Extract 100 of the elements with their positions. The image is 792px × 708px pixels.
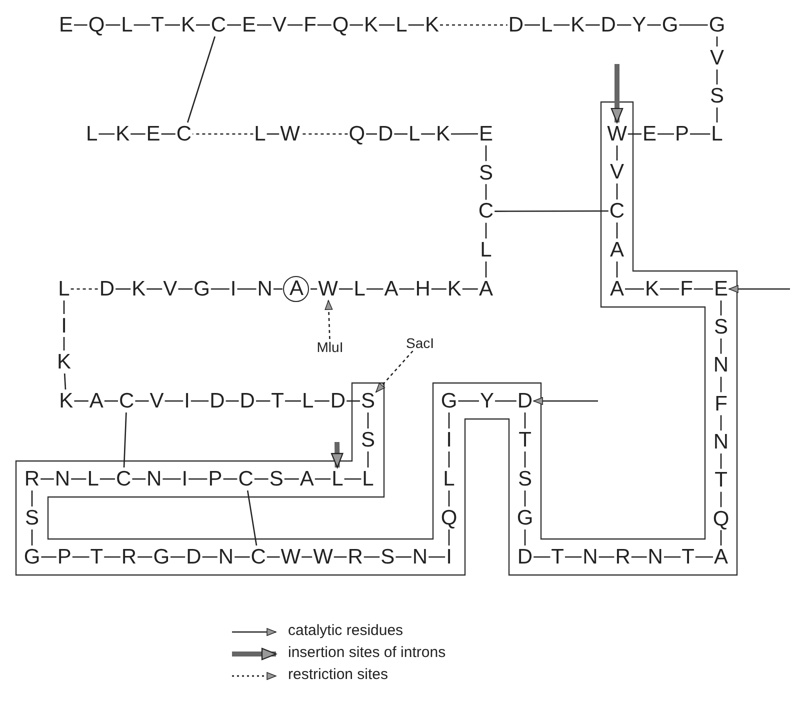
connector-line: [716, 70, 718, 84]
residue-letter: N: [54, 468, 70, 490]
residue-letter: A: [89, 390, 104, 412]
residue-letter: Y: [480, 390, 494, 412]
residue-letter: S: [269, 468, 284, 490]
connector-line: [74, 24, 88, 26]
residue-letter: D: [378, 124, 394, 144]
connector-line: [647, 24, 661, 26]
connector-line: [586, 24, 600, 26]
residue-letter: H: [415, 278, 430, 300]
residue-letter: G: [194, 278, 210, 300]
connector-line: [31, 530, 33, 546]
connector-line: [104, 400, 118, 402]
connector-line: [366, 288, 384, 290]
connector-line: [256, 400, 270, 402]
residue-letter: K: [59, 390, 74, 412]
residue-letter: P: [675, 124, 689, 144]
connector-line: [598, 556, 614, 558]
connector-line: [524, 412, 526, 428]
connector-line: [310, 288, 318, 290]
connector-line: [314, 400, 330, 402]
residue-letter: L: [86, 124, 98, 144]
connector-line: [495, 400, 516, 402]
residue-letter: A: [384, 278, 398, 300]
residue-letter: K: [364, 14, 378, 36]
connector-line: [720, 300, 722, 316]
residue-letter: L: [480, 240, 492, 260]
arrow: [728, 285, 790, 293]
connector-line: [210, 288, 230, 290]
residue-letter: D: [517, 546, 533, 568]
residue-letter: N: [713, 431, 729, 452]
connector-line: [485, 184, 487, 200]
residue-letter: N: [412, 546, 428, 568]
residue-letter: A: [610, 240, 624, 260]
residue-letter: I: [446, 546, 452, 568]
connector-line: [190, 400, 209, 402]
residue-letter: L: [302, 390, 314, 412]
residue-letter: L: [87, 468, 99, 490]
residue-letter: I: [61, 315, 67, 336]
connector-line: [379, 24, 395, 26]
connector-line: [485, 222, 487, 238]
connector-line: [266, 556, 280, 558]
residue-letter: F: [304, 14, 316, 36]
residue-letter: W: [607, 124, 627, 144]
connector-line: [135, 400, 149, 402]
residue-letter: G: [24, 546, 40, 568]
connector-line: [63, 300, 65, 314]
residue-letter: R: [24, 468, 40, 490]
residue-letter: C: [609, 200, 625, 222]
residue-letter: P: [208, 468, 222, 490]
residue-letter: K: [132, 278, 146, 300]
connector-line: [98, 133, 115, 135]
residue-letter: P: [57, 546, 72, 568]
residue-letter: F: [680, 278, 693, 300]
residue-letter: K: [570, 14, 585, 36]
residue-letter: S: [361, 390, 375, 412]
connector-line: [448, 490, 450, 506]
connector-line: [237, 288, 256, 290]
gap-line: [192, 133, 254, 135]
connector-line: [720, 376, 722, 392]
connector-line: [458, 400, 479, 402]
connector-line: [394, 133, 408, 135]
residue-letter: R: [348, 546, 363, 568]
connector-line: [41, 556, 56, 558]
connector-line: [616, 222, 618, 238]
connector-line: [367, 412, 369, 428]
residue-letter: T: [714, 470, 728, 491]
connector-line: [134, 24, 150, 26]
residue-letter: Q: [348, 124, 366, 144]
connector-line: [628, 133, 642, 135]
residue-letter: S: [380, 546, 395, 568]
connector-line: [720, 415, 722, 430]
residue-letter: L: [443, 468, 455, 490]
connector-line: [720, 454, 722, 469]
residue-letter: T: [271, 390, 284, 412]
residue-letter: V: [272, 14, 286, 36]
arrow: [330, 442, 344, 468]
connector-line: [616, 262, 618, 278]
connector-line: [186, 36, 216, 123]
connector-line: [366, 133, 377, 135]
residue-letter: D: [508, 14, 524, 36]
residue-letter: R: [615, 546, 630, 568]
residue-letter: K: [645, 278, 659, 300]
residue-letter: W: [280, 124, 300, 144]
residue-letter: Q: [88, 14, 105, 36]
connector-line: [138, 556, 152, 558]
residue-letter: E: [146, 124, 160, 144]
residue-letter: T: [551, 546, 564, 568]
connector-line: [451, 133, 478, 135]
connector-line: [314, 478, 331, 480]
connector-line: [285, 400, 301, 402]
connector-line: [339, 288, 353, 290]
connector-line: [350, 24, 363, 26]
connector-line: [720, 530, 722, 546]
connector-line: [196, 24, 210, 26]
residue-letter: V: [710, 48, 724, 68]
residue-letter: A: [300, 468, 314, 490]
residue-letter: Q: [440, 508, 458, 528]
residue-letter: C: [119, 390, 134, 412]
residue-letter: C: [478, 200, 494, 222]
